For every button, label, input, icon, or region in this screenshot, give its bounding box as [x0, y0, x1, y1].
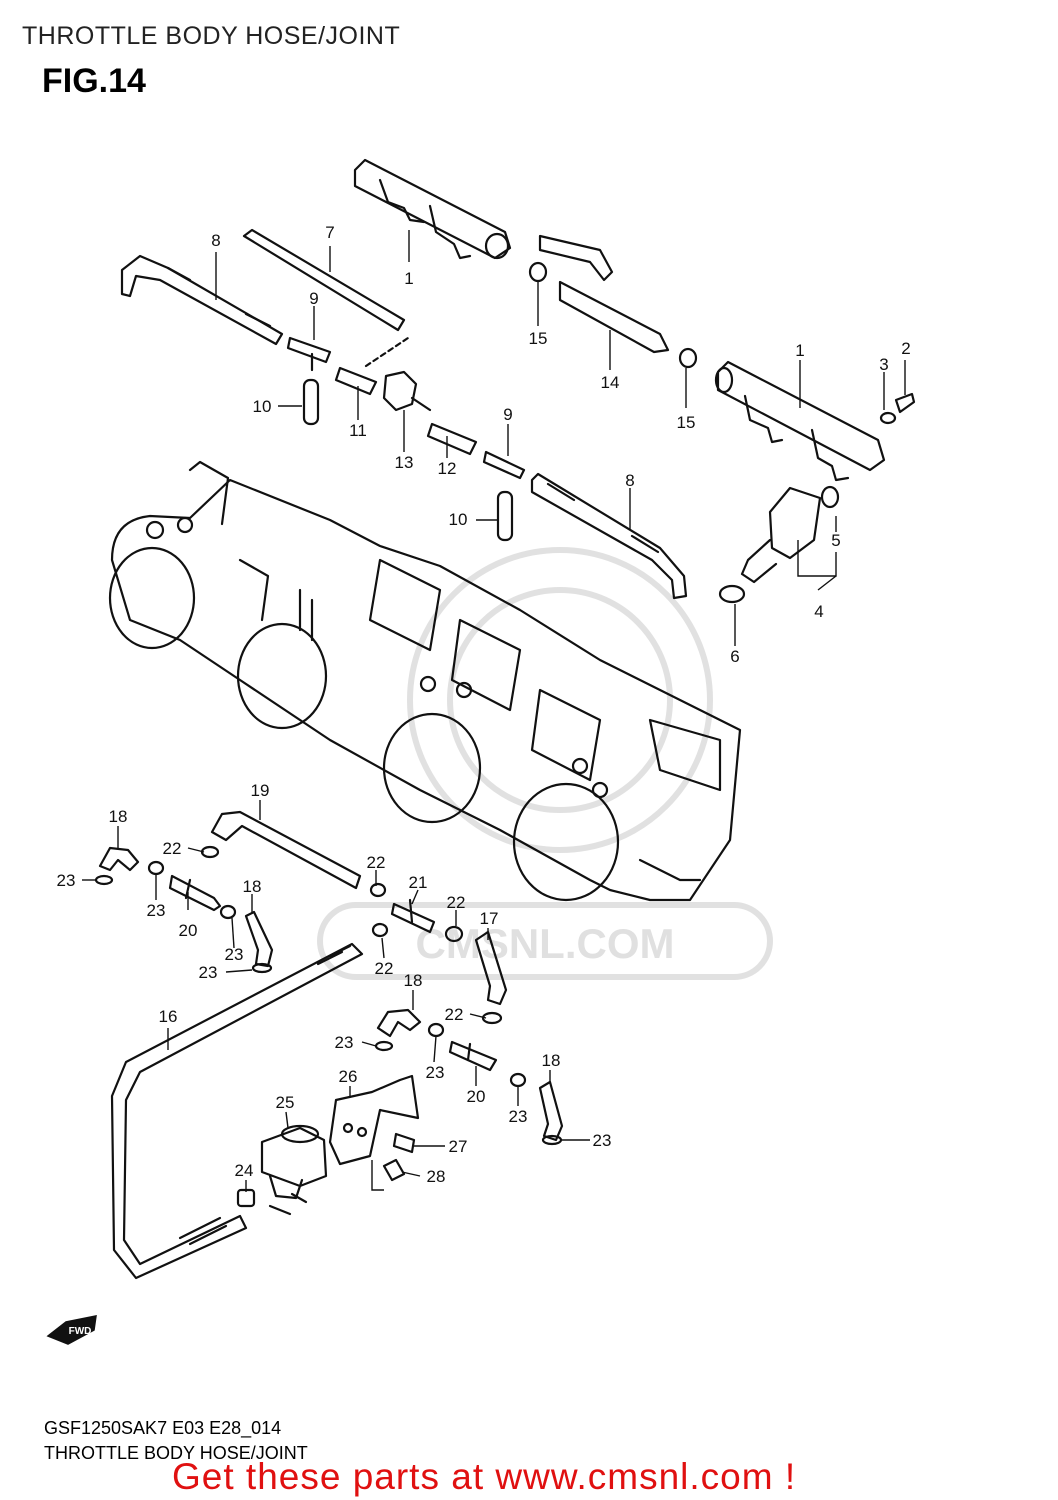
hose-7: [242, 228, 406, 332]
callout-27: 27: [449, 1137, 468, 1156]
callout-23a: 23: [57, 871, 76, 890]
callout-22e: 22: [445, 1005, 464, 1024]
bolt-washer: [879, 392, 916, 425]
callout-numbers: 1 1 2 3 4 5 6 7 8 8 9 9 10 10 11 12 13 1…: [57, 223, 911, 1186]
fwd-label: FWD: [69, 1326, 92, 1337]
callout-17: 17: [480, 909, 499, 928]
callout-8a: 8: [211, 231, 220, 250]
callout-23b: 23: [147, 901, 166, 920]
callout-10a: 10: [253, 397, 272, 416]
callout-20a: 20: [179, 921, 198, 940]
throttle-body-assembly: [108, 460, 742, 902]
solenoid-valve-assembly: [236, 1074, 420, 1216]
callout-28: 28: [427, 1167, 446, 1186]
callout-14: 14: [601, 373, 620, 392]
callout-18a: 18: [109, 807, 128, 826]
hose-joints-upper: [286, 336, 526, 542]
hose-8-left: [120, 254, 284, 346]
callout-5: 5: [831, 531, 840, 550]
callout-24: 24: [235, 1161, 254, 1180]
hose-8-right: [530, 472, 688, 600]
callout-15b: 15: [677, 413, 696, 432]
callout-22b: 22: [367, 853, 386, 872]
hose-16: [110, 942, 364, 1280]
callout-23c: 23: [225, 945, 244, 964]
callout-12: 12: [438, 459, 457, 478]
callout-1b: 1: [795, 341, 804, 360]
fuel-injector: [718, 485, 840, 604]
vacuum-fittings-left: [94, 845, 274, 974]
vacuum-fittings-lower: [374, 1008, 564, 1146]
callout-18d: 18: [542, 1051, 561, 1070]
callout-18b: 18: [243, 877, 262, 896]
callout-22c: 22: [447, 893, 466, 912]
callout-25: 25: [276, 1093, 295, 1112]
callout-23f: 23: [426, 1063, 445, 1082]
callout-9a: 9: [309, 289, 318, 308]
footer-title: THROTTLE BODY HOSE/JOINT: [44, 1443, 308, 1463]
callout-3: 3: [879, 355, 888, 374]
page-header-title: THROTTLE BODY HOSE/JOINT: [22, 22, 401, 50]
callout-22d: 22: [375, 959, 394, 978]
callout-11: 11: [349, 421, 367, 440]
callout-19: 19: [251, 781, 270, 800]
watermark-logo: CMSNL.COM: [317, 547, 773, 980]
callout-16: 16: [159, 1007, 178, 1026]
callout-22a: 22: [163, 839, 182, 858]
fuel-rail-lower: [714, 360, 886, 482]
hose-19: [210, 810, 362, 890]
fwd-arrow-icon: FWD: [46, 1315, 97, 1345]
callout-15a: 15: [529, 329, 548, 348]
callout-13: 13: [395, 453, 414, 472]
callout-4: 4: [814, 602, 823, 621]
fuel-rail-upper: [353, 158, 512, 260]
promo-banner[interactable]: Get these parts at www.cmsnl.com !: [172, 1456, 797, 1497]
diagram-code: GSF1250SAK7 E03 E28_014: [44, 1418, 282, 1438]
callout-21: 21: [409, 873, 428, 892]
callout-7: 7: [325, 223, 334, 242]
callout-9b: 9: [503, 405, 512, 424]
callout-2: 2: [901, 339, 910, 358]
leader-lines: [82, 230, 906, 1192]
fuel-pipe-14: [528, 234, 698, 369]
callout-18c: 18: [404, 971, 423, 990]
callout-10b: 10: [449, 510, 468, 529]
callout-23g: 23: [509, 1107, 528, 1126]
callout-23d: 23: [199, 963, 218, 982]
callout-20b: 20: [467, 1087, 486, 1106]
callout-6: 6: [730, 647, 739, 666]
figure-label: FIG.14: [42, 62, 146, 100]
callout-23h: 23: [593, 1131, 612, 1150]
callout-26: 26: [339, 1067, 358, 1086]
callout-1a: 1: [404, 269, 413, 288]
callout-23e: 23: [335, 1033, 354, 1052]
callout-8b: 8: [625, 471, 634, 490]
